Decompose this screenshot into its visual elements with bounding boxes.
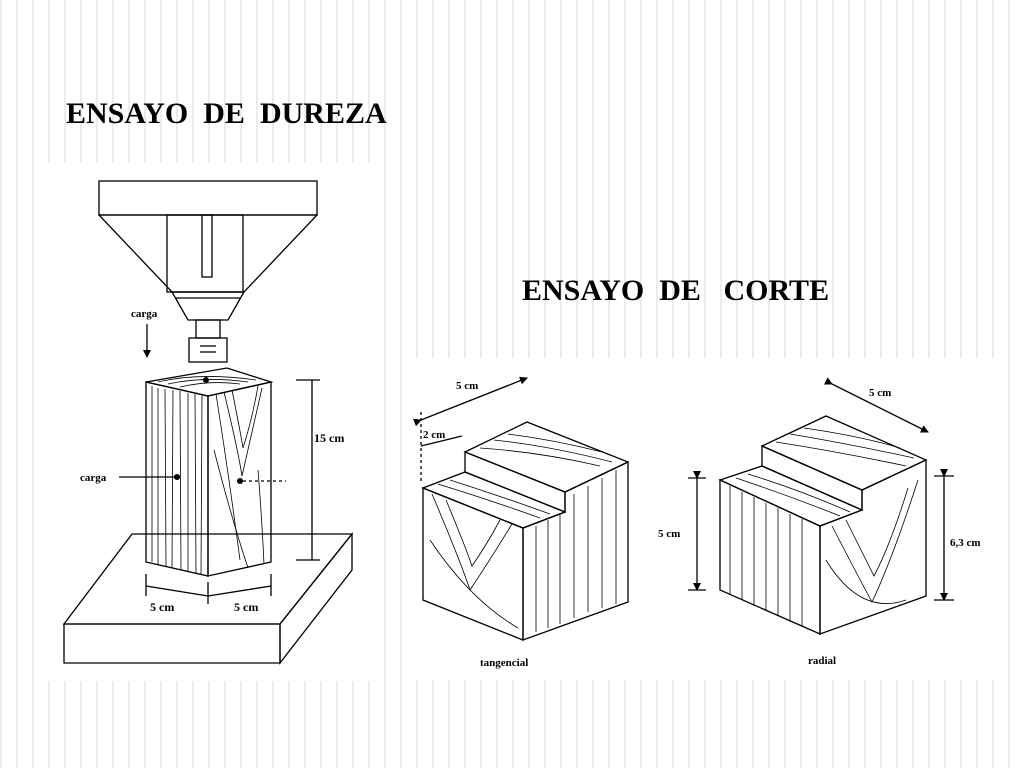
machine-head xyxy=(97,180,319,363)
hardness-test-title: ENSAYO DE DUREZA xyxy=(66,97,387,130)
load-label-top: carga xyxy=(131,308,158,320)
height-label: 15 cm xyxy=(314,431,344,445)
hardness-test-diagram xyxy=(62,180,354,665)
radial-top-width-label: 5 cm xyxy=(869,387,891,399)
indent-point-side xyxy=(173,473,181,481)
radial-specimen xyxy=(718,377,954,635)
width-right-label: 5 cm xyxy=(234,600,258,614)
indent-point-face xyxy=(236,477,244,485)
width-left-label: 5 cm xyxy=(150,600,174,614)
height-dimension xyxy=(296,379,320,561)
width-dimension xyxy=(145,574,272,604)
radial-caption: radial xyxy=(808,655,836,667)
wood-specimen xyxy=(145,367,274,577)
load-label-side: carga xyxy=(80,472,107,484)
indent-point-top xyxy=(202,376,210,384)
tangential-step-label: 2 cm xyxy=(423,429,445,441)
tangential-caption: tangencial xyxy=(480,657,528,669)
shear-test-title: ENSAYO DE CORTE xyxy=(522,274,830,307)
tangential-specimen xyxy=(413,376,706,641)
tangential-top-width-label: 5 cm xyxy=(456,380,478,392)
hardness-figure-panel xyxy=(42,163,378,681)
tangential-height-label: 5 cm xyxy=(658,528,680,540)
radial-height-label: 6,3 cm xyxy=(950,537,981,549)
base-platform xyxy=(62,532,354,665)
